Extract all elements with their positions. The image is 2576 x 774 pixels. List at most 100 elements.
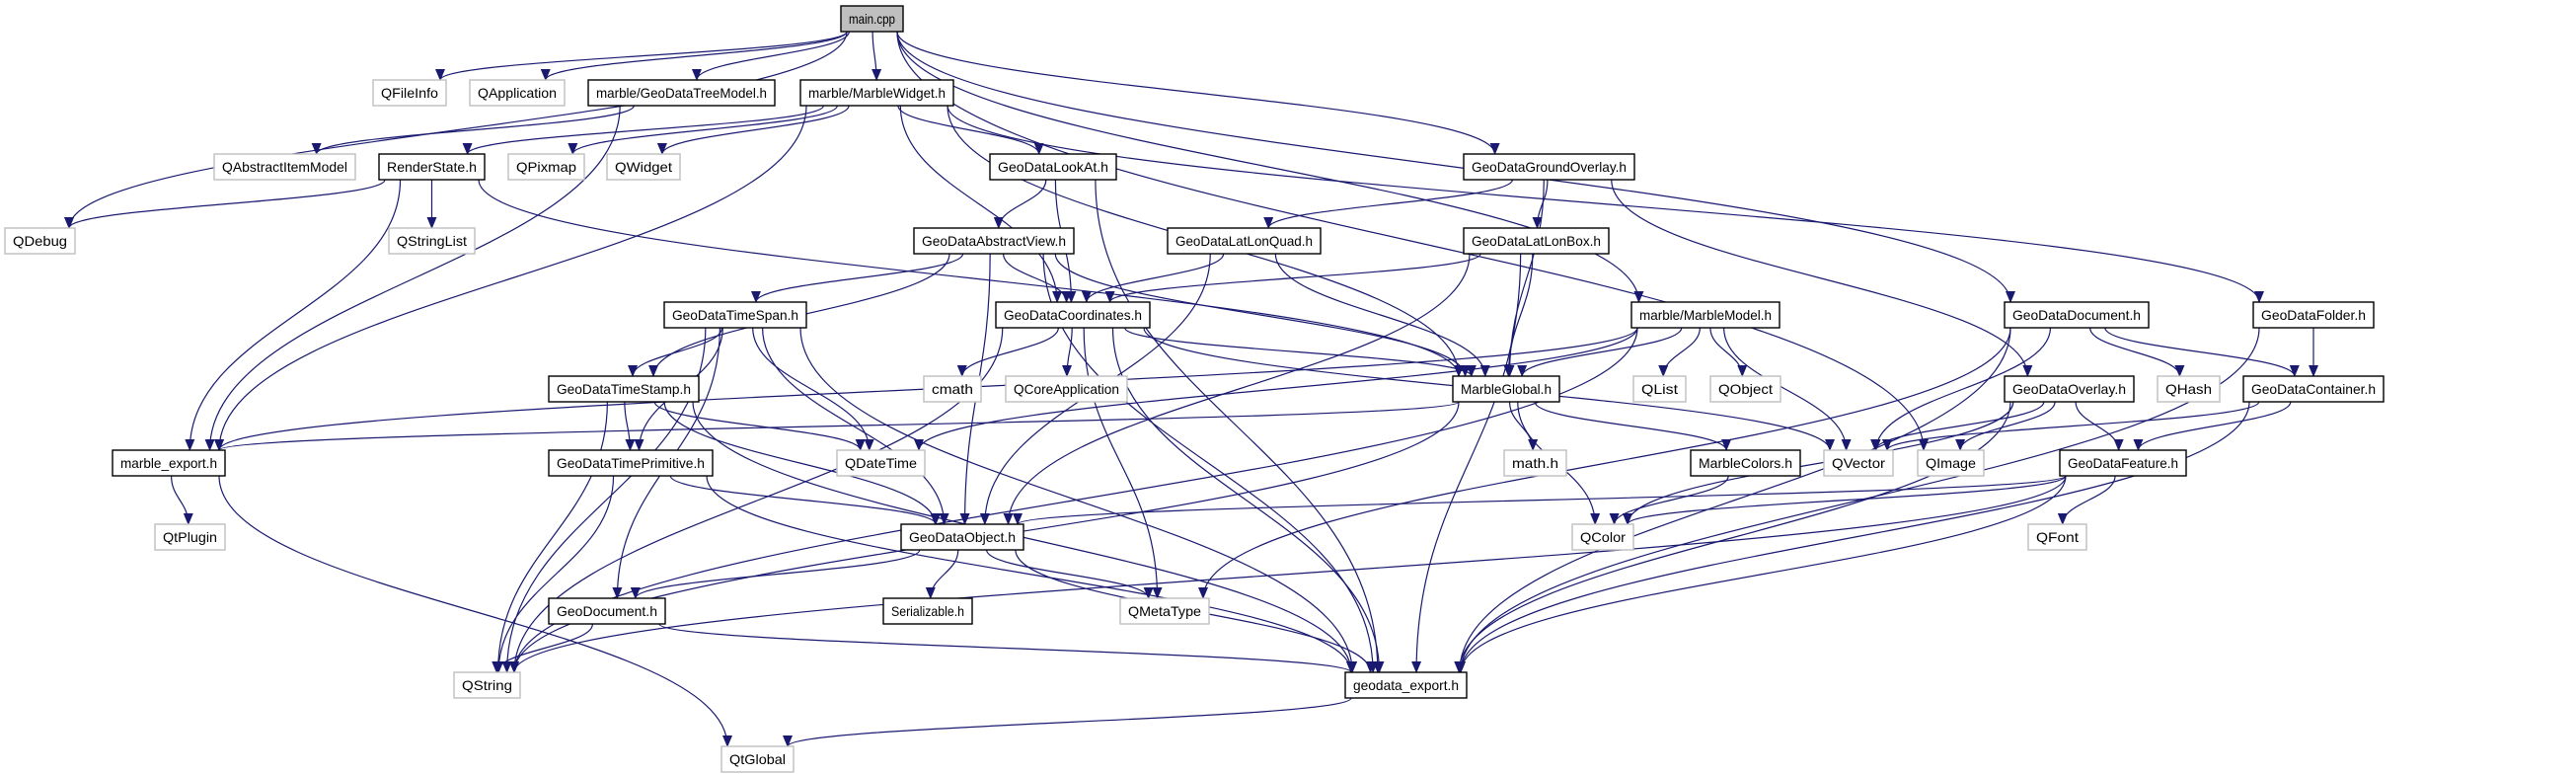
node-serializable-h[interactable]: Serializable.h: [882, 597, 973, 625]
node-label: GeoDataOverlay.h: [2012, 381, 2126, 397]
edge-marble-marblewidget-h-to-geodatafolder-h: [947, 105, 2264, 303]
edge-geodatatimeprimitive-h-to-geodataobject-h: [669, 475, 941, 525]
node-main-cpp[interactable]: main.cpp: [840, 5, 904, 33]
node-geodataabstractview-h[interactable]: GeoDataAbstractView.h: [913, 227, 1075, 255]
node-box: [2004, 375, 2135, 403]
node-box: [1709, 375, 1781, 403]
node-label: GeoDataLatLonBox.h: [1472, 233, 1601, 249]
node-label: QStringList: [397, 233, 467, 249]
node-marbleglobal-h[interactable]: MarbleGlobal.h: [1452, 375, 1560, 403]
node-box: [548, 375, 700, 403]
node-label: QImage: [1926, 455, 1976, 471]
node-qobject: QObject: [1709, 375, 1781, 403]
node-geodata-export-h[interactable]: geodata_export.h: [1344, 671, 1468, 699]
edge-geodatalookat-h-to-geodataabstractview-h: [993, 179, 1047, 229]
node-label: GeoDataTimeStamp.h: [557, 381, 691, 397]
node-marble-marblemodel-h[interactable]: marble/MarbleModel.h: [1630, 301, 1780, 329]
node-qtglobal: QtGlobal: [720, 745, 795, 773]
edge-main-cpp-to-qdebug: [64, 31, 848, 229]
node-geodatacoordinates-h[interactable]: GeoDataCoordinates.h: [995, 301, 1151, 329]
node-label: QObject: [1718, 381, 1773, 397]
edge-geodatadocument-h-to-qhash: [2089, 327, 2185, 377]
edge-geodatafeature-h-to-qcolor: [1623, 475, 2067, 525]
node-geodataoverlay-h[interactable]: GeoDataOverlay.h: [2004, 375, 2135, 403]
node-box: [587, 79, 776, 107]
node-math-h: math.h: [1503, 449, 1567, 477]
node-label: marble/GeoDataTreeModel.h: [596, 85, 767, 101]
node-geodatacontainer-h[interactable]: GeoDataContainer.h: [2242, 375, 2385, 403]
node-box: [1632, 375, 1687, 403]
node-qhash: QHash: [2157, 375, 2221, 403]
edge-marblecolors-h-to-qcolor: [1609, 475, 1729, 525]
node-qdebug: QDebug: [4, 227, 76, 255]
node-qstring: QString: [453, 671, 521, 699]
edge-geodatacoordinates-h-to-qcoreapplication: [1062, 327, 1073, 377]
edge-geodataoverlay-h-to-qcolor: [1623, 401, 2014, 525]
node-box: [799, 79, 954, 107]
edge-layer: [64, 31, 2318, 747]
node-label: QMetaType: [1128, 603, 1201, 619]
node-label: MarbleColors.h: [1699, 455, 1792, 471]
node-box: [606, 153, 681, 181]
node-geodatalatlonquad-h[interactable]: GeoDataLatLonQuad.h: [1167, 227, 1322, 255]
node-qfont: QFont: [2027, 523, 2087, 551]
node-geodatatimeprimitive-h[interactable]: GeoDataTimePrimitive.h: [548, 449, 714, 477]
edge-geodatadocument-h-to-qvector: [1870, 327, 2052, 451]
node-geodatatimestamp-h[interactable]: GeoDataTimeStamp.h: [548, 375, 700, 403]
node-label: QDebug: [13, 233, 67, 249]
node-qvector: QVector: [1823, 449, 1894, 477]
node-geodatalatlonbox-h[interactable]: GeoDataLatLonBox.h: [1463, 227, 1610, 255]
edge-marble-geodatatreemodel-h-to-qabstractitemmodel: [311, 105, 635, 155]
edge-geodatalookat-h-to-geodata-export-h: [1095, 179, 1383, 673]
node-marble-geodatatreemodel-h[interactable]: marble/GeoDataTreeModel.h: [587, 79, 776, 107]
node-box: [913, 227, 1075, 255]
node-geodatalookat-h[interactable]: GeoDataLookAt.h: [989, 153, 1117, 181]
node-label: GeoDataFolder.h: [2261, 307, 2366, 323]
edge-marble-geodatatreemodel-h-to-marble-export-h: [204, 105, 621, 451]
node-box: [900, 523, 1024, 551]
node-label: cmath: [932, 381, 973, 397]
node-label: QApplication: [478, 85, 557, 101]
node-label: QColor: [1580, 529, 1626, 545]
edge-geodatalatlonquad-h-to-marbleglobal-h: [1274, 253, 1490, 377]
node-geodatagroundoverlay-h[interactable]: GeoDataGroundOverlay.h: [1463, 153, 1635, 181]
node-label: RenderState.h: [387, 159, 477, 175]
node-box: [720, 745, 795, 773]
node-qlist: QList: [1632, 375, 1687, 403]
edge-geodatatimestamp-h-to-qdatetime: [653, 401, 866, 451]
node-renderstate-h[interactable]: RenderState.h: [378, 153, 486, 181]
node-geodatatimespan-h[interactable]: GeoDataTimeSpan.h: [663, 301, 807, 329]
node-box: [1005, 375, 1128, 403]
node-box: [2242, 375, 2385, 403]
edge-geodocument-h-to-qstring: [492, 623, 594, 673]
node-geodocument-h[interactable]: GeoDocument.h: [548, 597, 666, 625]
node-marble-export-h[interactable]: marble_export.h: [112, 449, 226, 477]
node-box: [453, 671, 521, 699]
node-marblecolors-h[interactable]: MarbleColors.h: [1690, 449, 1801, 477]
edge-geodatafeature-h-to-qfont: [2057, 475, 2116, 525]
edge-marbleglobal-h-to-math-h: [1508, 401, 1539, 451]
node-geodatafeature-h[interactable]: GeoDataFeature.h: [2059, 449, 2187, 477]
edge-geodataobject-h-to-serializable-h: [925, 549, 959, 599]
node-label: marble/MarbleModel.h: [1639, 307, 1772, 323]
edge-geodatacontainer-h-to-qvector: [1882, 401, 2260, 451]
node-box: [840, 5, 904, 33]
edge-geodatalatlonbox-h-to-geodatacoordinates-h: [1104, 253, 1481, 303]
edge-marble-marblemodel-h-to-qvector: [1723, 327, 1852, 451]
node-qapplication: QApplication: [469, 79, 566, 107]
node-geodataobject-h[interactable]: GeoDataObject.h: [900, 523, 1024, 551]
node-box: [1167, 227, 1322, 255]
node-box: [2027, 523, 2087, 551]
edge-geodatafolder-h-to-geodata-export-h: [1456, 327, 2260, 673]
edge-geodatadocument-h-to-qmetatype: [1198, 327, 2011, 599]
edge-marbleglobal-h-to-marblecolors-h: [1534, 401, 1732, 451]
node-marble-marblewidget-h[interactable]: marble/MarbleWidget.h: [799, 79, 954, 107]
edge-geodatalatlonbox-h-to-geodata-export-h: [1411, 253, 1522, 673]
node-geodatafolder-h[interactable]: GeoDataFolder.h: [2252, 301, 2375, 329]
node-geodatadocument-h[interactable]: GeoDataDocument.h: [2004, 301, 2150, 329]
node-box: [548, 597, 666, 625]
node-box: [1463, 227, 1610, 255]
node-label: QVector: [1832, 455, 1885, 471]
